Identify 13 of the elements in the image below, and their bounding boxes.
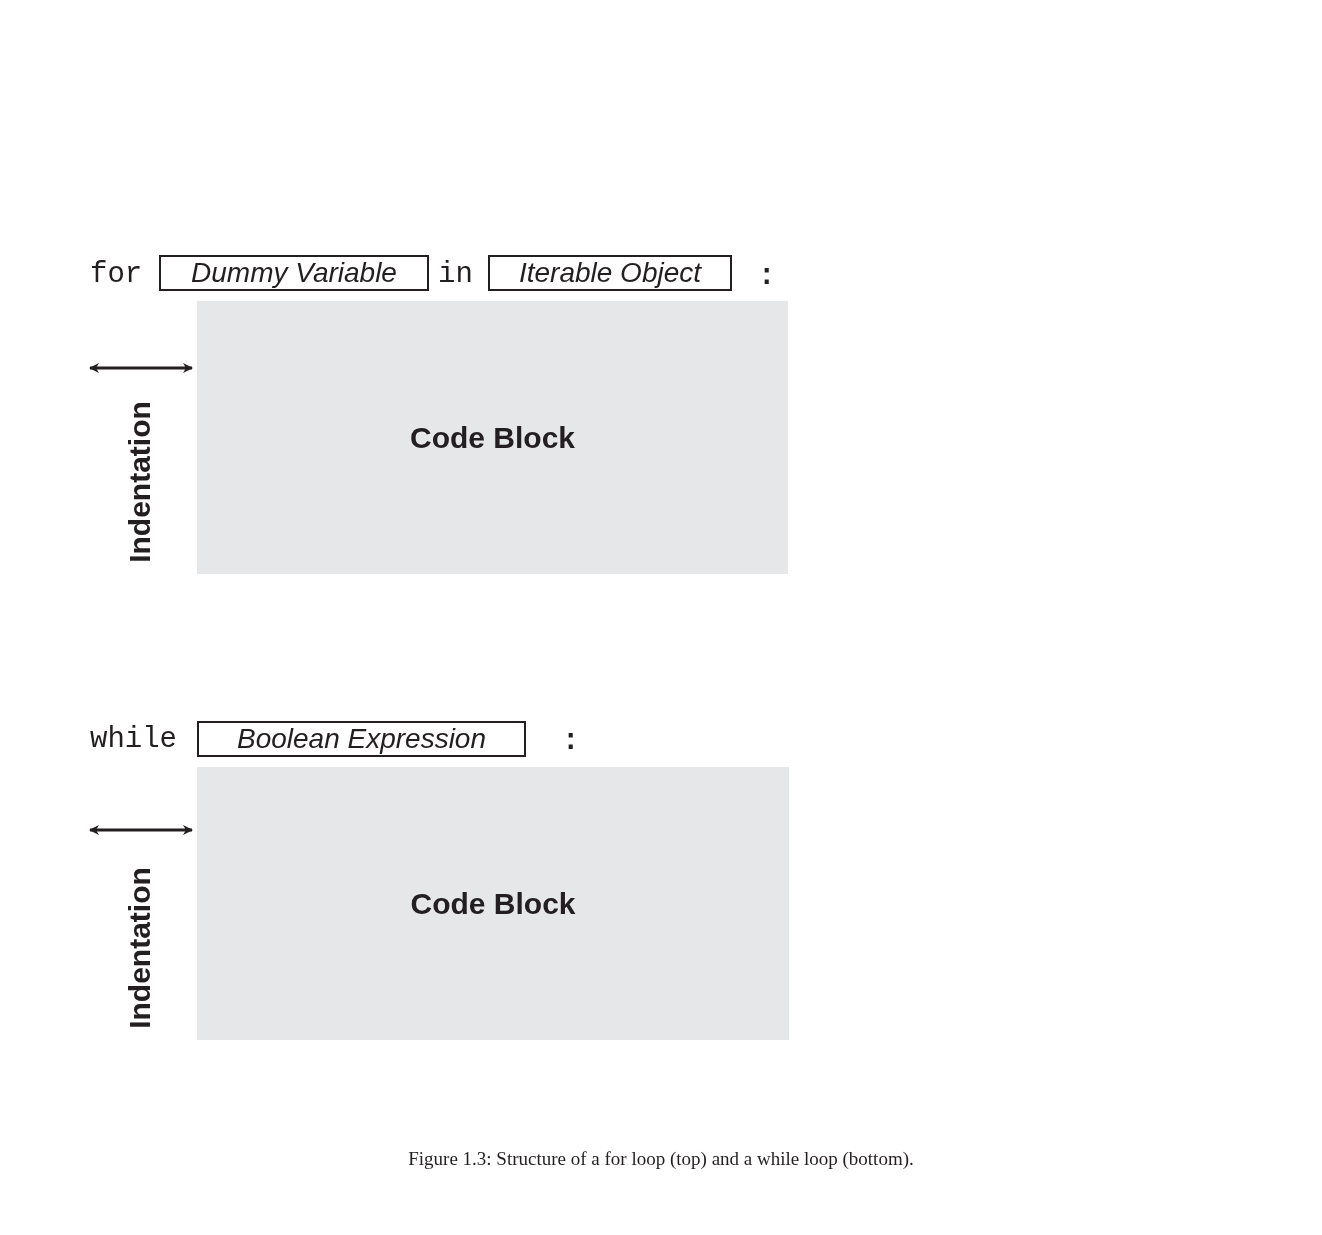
indentation-label: Indentation [122,401,157,563]
figure-caption: Figure 1.3: Structure of a for loop (top) and a while loop (bottom). [407,1148,915,1170]
code-keyword: for [90,260,143,289]
placeholder-box: Iterable Object [488,255,732,291]
code-keyword: in [438,260,473,289]
code-block-box: Code Block [197,767,789,1040]
colon-symbol: : [758,262,776,291]
placeholder-box: Boolean Expression [197,721,526,757]
colon-symbol: : [562,727,580,756]
code-block-box: Code Block [197,301,788,574]
indentation-label: Indentation [122,867,157,1029]
code-keyword: while [90,725,177,754]
placeholder-box: Dummy Variable [159,255,429,291]
